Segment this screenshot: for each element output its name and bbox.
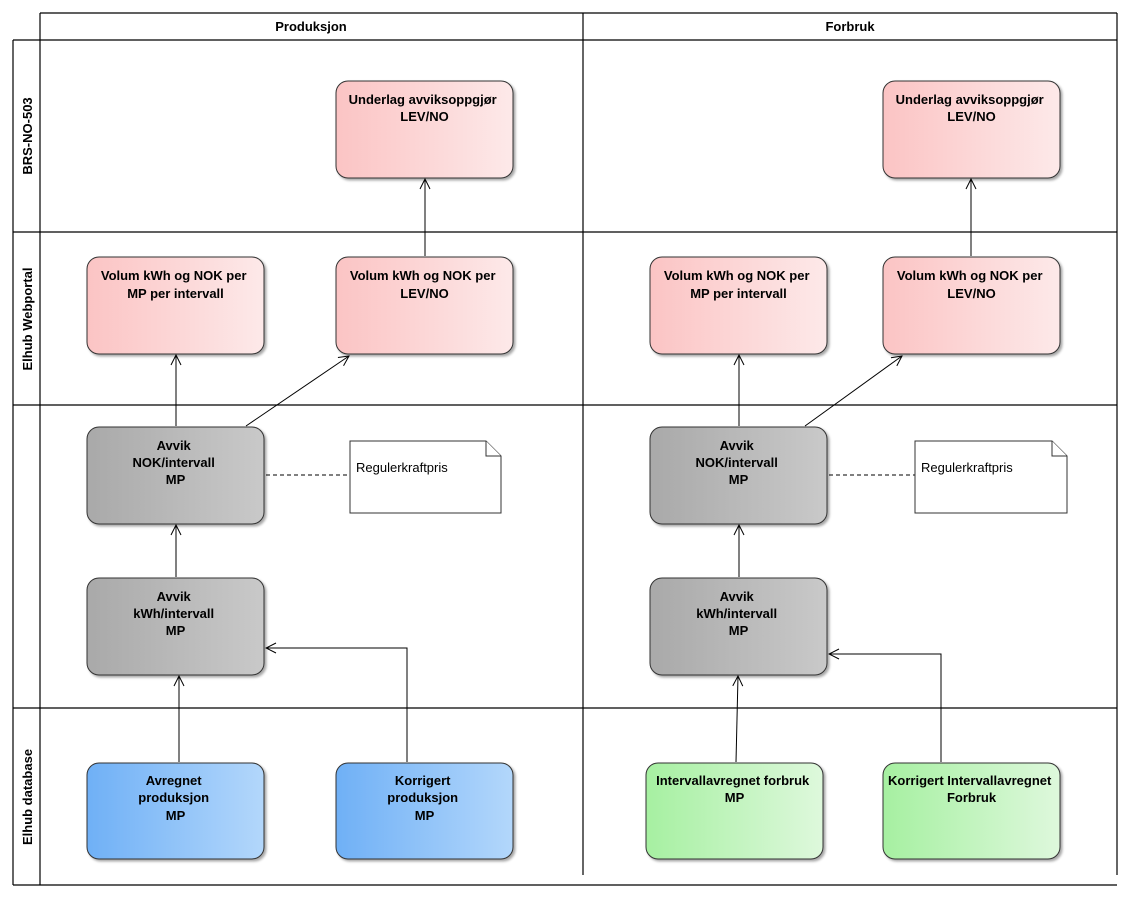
row-header-webportal: Elhub Webportal	[20, 267, 35, 370]
lane-grid	[12, 12, 1118, 886]
box-prod-korrigert: Korrigert produksjon MP	[335, 762, 514, 860]
box-forb-intervall: Intervallavregnet forbruk MP	[645, 762, 824, 860]
svg-text:Avvik NOK/intervall: Avvik NOK/intervall MP	[133, 438, 219, 487]
svg-text:Volum kWh og NOK per LEV: Volum kWh og NOK per LEV/NO	[350, 268, 499, 301]
box-forb-avvik-nok: Avvik NOK/intervall MP	[649, 426, 828, 525]
svg-text:Avvik NOK/intervall: Avvik NOK/intervall MP	[696, 438, 782, 487]
svg-text:Volum kWh og NOK per MP: Volum kWh og NOK per MP per intervall	[101, 268, 250, 301]
svg-text:Avregnet produksjon: Avregnet produksjon MP	[138, 773, 212, 823]
column-header-forbruk: Forbruk	[825, 19, 875, 34]
box-prod-avvik-kwh: Avvik kWh/intervall MP	[86, 577, 265, 676]
svg-text:Regulerkraftpris: Regulerkraftpris	[356, 460, 448, 475]
svg-text:Volum kWh og NOK per LEV: Volum kWh og NOK per LEV/NO	[897, 268, 1046, 301]
svg-text:Avvik kWh/intervall: Avvik kWh/intervall MP	[133, 589, 218, 638]
arrow-forb-avvik-nok-to-vol-lev	[804, 356, 902, 427]
connectors	[176, 179, 971, 763]
svg-text:Avvik kWh/intervall: Avvik kWh/intervall MP	[696, 589, 781, 638]
box-prod-vol-mp: Volum kWh og NOK per MP per intervall	[86, 256, 265, 355]
box-forb-avvik-kwh: Avvik kWh/intervall MP	[649, 577, 828, 676]
arrow-prod-korrigert-to-avvik-kwh	[266, 648, 408, 762]
box-forb-vol-mp: Volum kWh og NOK per MP per intervall	[649, 256, 828, 355]
row-header-database: Elhub database	[20, 749, 35, 845]
svg-text:Intervallavregnet forbruk: Intervallavregnet forbruk MP	[656, 773, 813, 805]
svg-text:Korrigert Intervallavregnet: Korrigert Intervallavregnet Forbruk	[888, 773, 1055, 805]
box-prod-vol-lev: Volum kWh og NOK per LEV/NO	[335, 256, 514, 355]
svg-text:Volum kWh og NOK per MP: Volum kWh og NOK per MP per intervall	[664, 268, 813, 301]
box-forb-underlag: Underlag avviksoppgjør LEV/NO	[882, 80, 1061, 179]
arrow-forb-korrigert-to-avvik-kwh	[829, 654, 942, 762]
box-prod-avvik-nok: Avvik NOK/intervall MP	[86, 426, 265, 525]
svg-text:Underlag avviksoppgjør L: Underlag avviksoppgjør LEV/NO	[896, 92, 1048, 124]
box-forb-vol-lev: Volum kWh og NOK per LEV/NO	[882, 256, 1061, 355]
box-prod-avregnet: Avregnet produksjon MP	[86, 762, 265, 860]
svg-text:Regulerkraftpris: Regulerkraftpris	[921, 460, 1013, 475]
column-header-produksjon: Produksjon	[275, 19, 347, 34]
note-forb-regulerkraft: Regulerkraftpris	[914, 440, 1068, 514]
arrow-prod-avvik-nok-to-vol-lev	[245, 356, 349, 427]
box-prod-underlag: Underlag avviksoppgjør LEV/NO	[335, 80, 514, 179]
box-forb-korrigert: Korrigert Intervallavregnet Forbruk	[882, 762, 1061, 860]
note-prod-regulerkraft: Regulerkraftpris	[349, 440, 502, 514]
svg-text:Underlag avviksoppgjør L: Underlag avviksoppgjør LEV/NO	[349, 92, 501, 124]
svg-text:Korrigert produksjon: Korrigert produksjon MP	[387, 773, 461, 823]
arrow-forb-intervall-to-avvik-kwh	[736, 676, 738, 763]
row-header-brs: BRS-NO-503	[20, 97, 35, 174]
